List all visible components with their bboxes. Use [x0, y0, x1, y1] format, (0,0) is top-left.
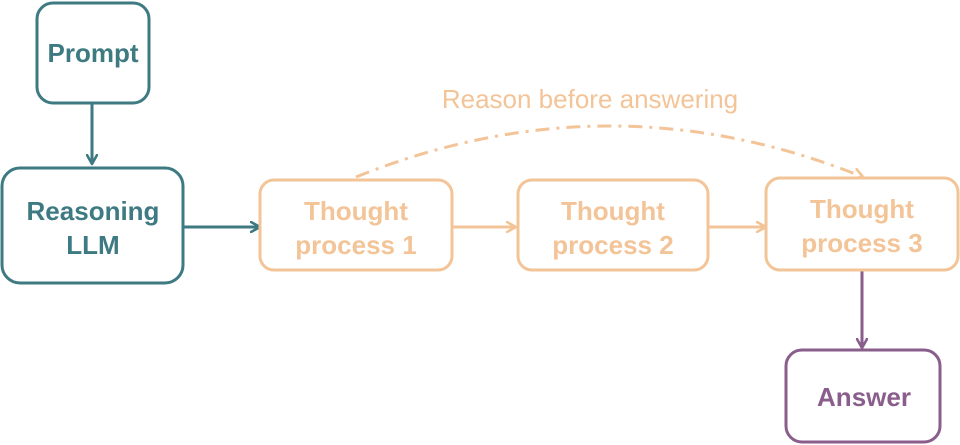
node-reasoning-llm-label-line-2: LLM: [66, 230, 119, 260]
node-thought-process-1-label-line-1: Thought: [304, 196, 408, 226]
node-thought-process-3-label-line-1: Thought: [810, 194, 914, 224]
node-thought-process-2: Thought process 2: [516, 178, 710, 272]
node-reasoning-llm-label-line-1: Reasoning: [27, 196, 160, 226]
node-thought-process-1-label-line-2: process 1: [295, 230, 416, 260]
node-prompt-label: Prompt: [48, 38, 139, 68]
node-thought-process-3: Thought process 3: [764, 176, 960, 272]
node-prompt: Prompt: [35, 1, 151, 105]
node-thought-process-3-label-line-2: process 3: [801, 228, 922, 258]
node-thought-process-1: Thought process 1: [258, 178, 454, 272]
node-answer: Answer: [784, 348, 942, 444]
node-reasoning-llm: Reasoning LLM: [0, 166, 185, 285]
node-thought-process-2-label-line-2: process 2: [552, 230, 673, 260]
edge-reason-before-answering: [355, 124, 863, 177]
annotation-label: Reason before answering: [442, 84, 738, 114]
node-answer-label: Answer: [817, 382, 911, 412]
node-thought-process-2-label-line-1: Thought: [561, 196, 665, 226]
